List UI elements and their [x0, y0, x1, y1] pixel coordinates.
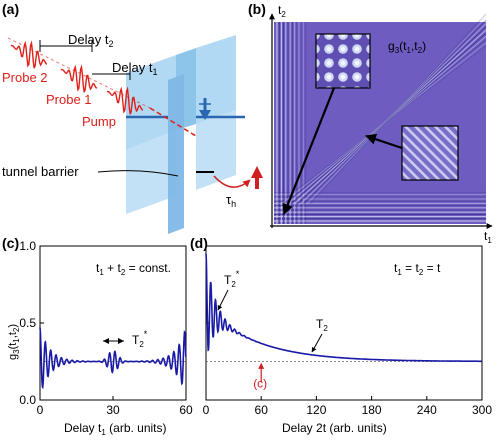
- spin-arrow-icon: [199, 110, 211, 120]
- panel-b: (b) t2 t1 g3(t1,t2): [248, 1, 493, 245]
- panel-d-x-tick-label: 60: [255, 403, 269, 417]
- panel-c-ticks: 0 30 60 0.0 0.5 1.0: [19, 239, 193, 417]
- panel-a: (a) τh tunnel barrier: [2, 1, 263, 234]
- g3-annotation: g3(t1,t2): [388, 39, 426, 55]
- probe2-label: Probe 2: [2, 70, 48, 85]
- map-stripe-diag: [300, 23, 487, 205]
- panel-d-series-line: [205, 253, 482, 363]
- tunnel-barrier-pointer: [97, 170, 179, 177]
- panel-d-annotation: t1 = t2 = t: [394, 261, 441, 277]
- t2star-arrow-left-icon: [103, 338, 109, 344]
- probe1-label: Probe 1: [46, 92, 92, 107]
- inset-dots-zoom: [315, 33, 371, 89]
- panel-d-c-marker-label: (c): [253, 377, 267, 391]
- panel-d-ticks: 0 60 120 180 240 300: [203, 245, 492, 417]
- delay-t1-label: Delay t1: [112, 60, 157, 77]
- inset-stripes-zoom: [401, 125, 459, 181]
- pump-path-dashed: [149, 107, 197, 137]
- panel-d-frame: [205, 245, 483, 401]
- inset-stripes-arrow: [364, 133, 403, 150]
- panel-d-t2star-pointer: [217, 289, 229, 311]
- panel-c-y-tick-label: 0.5: [19, 316, 36, 330]
- panel-c-series-line: [39, 327, 187, 390]
- panel-c-annotation: t1 + t2 = const.: [96, 261, 171, 277]
- panel-c-y-tick-label: 0.0: [19, 393, 36, 407]
- panel-c-label: (c): [2, 235, 19, 251]
- panel-d: (d) 0 60 120 180 240 300 t1 = t2 = t T2* T2 (…: [190, 235, 492, 435]
- panel-c-ylabel: g3(t1,t2): [7, 324, 21, 360]
- panel-b-label: (b): [248, 1, 266, 17]
- panel-c-x-tick-label: 0: [37, 403, 44, 417]
- panel-d-t2-label: T2: [316, 317, 328, 333]
- barrier-vertical-slab: [168, 74, 184, 234]
- barrier-left-block: [126, 55, 176, 150]
- t2star-arrow-right-icon: [118, 338, 124, 344]
- red-up-arrow-icon: [251, 166, 263, 178]
- panel-d-x-tick-label: 120: [306, 403, 326, 417]
- probe1-pulse: [60, 64, 98, 93]
- panel-d-label: (d): [190, 235, 208, 251]
- tau-h-arrow: [213, 175, 251, 188]
- panel-d-xlabel: Delay 2t (arb. units): [282, 421, 387, 435]
- panel-d-x-tick-label: 0: [203, 403, 210, 417]
- panel-d-x-tick-label: 180: [362, 403, 382, 417]
- map-stripe-diag: [303, 20, 487, 205]
- panel-d-t2-pointer: [311, 333, 323, 353]
- map-stripe-diag: [306, 16, 487, 205]
- map-stripe-diag: [309, 13, 487, 205]
- g3-map-stripes: [274, 13, 487, 224]
- tau-h-label: τh: [226, 192, 236, 209]
- panel-a-label: (a): [2, 1, 19, 17]
- pump-label: Pump: [82, 114, 116, 129]
- tunnel-barrier-label: tunnel barrier: [2, 164, 79, 179]
- panel-d-t2star-label: T2*: [224, 269, 240, 289]
- t1-axis-label: t1: [484, 229, 492, 245]
- pump-pulse: [106, 86, 144, 115]
- panel-c-t2star-label: T2*: [132, 329, 148, 349]
- delay-t2-label: Delay t2: [68, 32, 113, 49]
- t2-axis-label: t2: [278, 3, 286, 19]
- panel-d-x-tick-label: 240: [417, 403, 437, 417]
- panel-c-x-tick-label: 30: [106, 403, 120, 417]
- panel-c-y-tick-label: 1.0: [19, 239, 36, 253]
- inset-dots-arrow: [282, 87, 336, 216]
- barrier-lower-right: [196, 110, 236, 190]
- panel-d-x-tick-label: 300: [472, 403, 492, 417]
- probe2-pulse: [10, 40, 48, 69]
- panel-c-x-tick-label: 60: [179, 403, 193, 417]
- panel-c-xlabel: Delay t1 (arb. units): [64, 421, 167, 437]
